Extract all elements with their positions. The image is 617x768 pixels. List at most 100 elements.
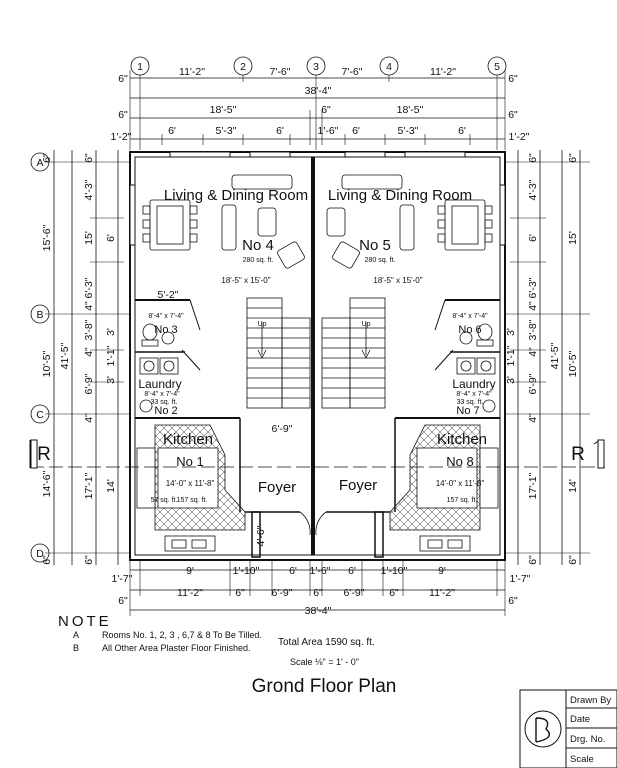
dim-top-r3-4: 18'-5" — [397, 104, 424, 116]
staircase — [246, 297, 386, 409]
grid-label-C: C — [36, 409, 44, 421]
dim-top-2: 11'-2" — [179, 66, 205, 78]
dim-left-i9: 4" — [83, 413, 95, 423]
grid-label-2: 2 — [240, 61, 246, 73]
dim-top-3: 7'-6" — [270, 66, 291, 78]
title-block-scale: Scale — [570, 754, 594, 765]
dim-left-i5: 4" — [83, 301, 95, 311]
dim-bot-total: 38'-4" — [305, 605, 332, 617]
exterior-wall — [129, 151, 506, 561]
dim-left-j5: 14' — [105, 479, 117, 493]
dim-right-1: 6" — [567, 153, 579, 163]
room-laundry-right-area: 33 sq. ft. — [457, 399, 484, 406]
dim-bot-r2-5: 6" — [313, 587, 323, 599]
grid-label-B: B — [36, 309, 43, 321]
dim-left-j1: 6' — [105, 234, 117, 242]
dim-bot-4: 6' — [289, 565, 297, 577]
dim-left-j2: 3' — [105, 328, 117, 336]
dim-top-r4-5: 1'-6" — [318, 125, 339, 137]
room-no4-size: 18'-5" x 15'-0" — [221, 276, 270, 285]
section-mark-left: R — [37, 444, 51, 465]
total-area: Total Area 1590 sq. ft. — [278, 637, 375, 648]
room-kitchen-left-size: 14'-0" x 11'-8" — [166, 479, 215, 488]
room-laundry-right: Laundry — [452, 377, 495, 391]
dim-left-i3: 15' — [83, 231, 95, 245]
dim-bot-6: 6' — [348, 565, 356, 577]
dim-right-i6: 3'-8" — [527, 319, 539, 340]
room-bath-left-area: 57 sq. ft. — [151, 497, 178, 504]
title-block — [519, 689, 617, 768]
note-heading: NOTE — [58, 613, 112, 630]
dim-bot-7: 1'-10" — [381, 565, 408, 577]
dim-top-4: 7'-6" — [342, 66, 363, 78]
note-a-key: A — [73, 630, 79, 640]
dim-left-i2: 4'-3" — [83, 179, 95, 200]
dim-bot-r2-7: 6" — [389, 587, 399, 599]
room-kitchen-right: Kitchen — [437, 431, 487, 448]
dim-left-1: 6" — [41, 153, 53, 163]
dim-bot-r2-3: 6" — [235, 587, 245, 599]
stair-up-right: Up — [362, 321, 371, 328]
dim-left-i6: 3'-8" — [83, 319, 95, 340]
dim-right-i1: 6" — [527, 153, 539, 163]
dim-right-i8: 6'-9" — [527, 373, 539, 394]
dim-bot-5: 1'-6" — [310, 565, 331, 577]
section-mark-right: R — [571, 444, 585, 465]
grid-label-A: A — [36, 157, 43, 169]
dim-left-j3: 1'-1" — [105, 345, 117, 366]
dim-top-1: 6" — [118, 73, 128, 85]
dim-right-4: 14' — [567, 479, 579, 493]
dim-left-i10: 17'-1" — [83, 472, 95, 499]
dim-bot-3: 1'-10" — [233, 565, 260, 577]
room-no7: No 7 — [456, 405, 479, 417]
room-laundry-left: Laundry — [138, 377, 181, 391]
dim-right-i11: 6" — [527, 555, 539, 565]
room-kitchen-right-size: 14'-0" x 11'-8" — [436, 479, 485, 488]
dim-bot-r2-1: 6" — [118, 595, 128, 607]
dim-top-r4-7: 5'-3" — [398, 125, 419, 137]
room-no4: No 4 — [242, 237, 274, 254]
room-laundry-left-size: 8'-4" x 7'-4" — [144, 391, 180, 398]
dim-top-r4-1: 1'-2" — [111, 131, 132, 143]
dim-bot-r2-6: 6'-9" — [344, 587, 365, 599]
dim-top-r3-1: 6" — [118, 109, 128, 121]
dim-right-5: 6" — [567, 555, 579, 565]
dim-left-i7: 4" — [83, 347, 95, 357]
dim-left-total: 41'-5" — [59, 342, 71, 369]
grid-label-3: 3 — [313, 61, 319, 73]
room-no1: No 1 — [176, 454, 203, 469]
room-no8: No 8 — [446, 454, 473, 469]
dim-right-3: 10'-5" — [567, 350, 579, 377]
dim-top-r4-2: 6' — [168, 125, 176, 137]
dim-top-6: 6" — [508, 73, 518, 85]
drawing-title: Grond Floor Plan — [252, 676, 397, 697]
dim-left-i1: 6" — [83, 153, 95, 163]
wall-dim-5-2: 5'-2" — [158, 289, 179, 301]
room-kitchen-left: Kitchen — [163, 431, 213, 448]
title-block-date: Date — [570, 714, 590, 725]
room-no5: No 5 — [359, 237, 391, 254]
dim-top-r4-4: 6' — [276, 125, 284, 137]
dim-bot-r2-4: 6'-9" — [272, 587, 293, 599]
dim-bot-r2-2: 11'-2" — [177, 587, 203, 599]
dim-right-i4: 6'-3" — [527, 277, 539, 298]
grid-label-4: 4 — [386, 61, 392, 73]
room-no2: No 2 — [154, 405, 177, 417]
dim-top-r3-2: 18'-5" — [210, 104, 237, 116]
dim-top-total: 38'-4" — [305, 85, 332, 97]
room-no5-area: 280 sq. ft. — [365, 257, 396, 264]
dim-left-i11: 6" — [83, 555, 95, 565]
dim-top-r4-3: 5'-3" — [216, 125, 237, 137]
room-kitchen-right-area: 157 sq. ft. — [447, 497, 478, 504]
door-dim: 4'-6" — [255, 525, 267, 546]
dim-left-i8: 6'-9" — [83, 373, 95, 394]
grid-label-5: 5 — [494, 61, 500, 73]
dim-right-i10: 17'-1" — [527, 472, 539, 499]
note-a-text: Rooms No. 1, 2, 3 , 6,7 & 8 To Be Tilled… — [102, 630, 262, 640]
dim-bot-9: 1'-7" — [510, 573, 531, 585]
dim-top-5: 11'-2" — [430, 66, 456, 78]
room-laundry-right-size: 8'-4" x 7'-4" — [456, 391, 492, 398]
dim-left-4: 14'-6" — [41, 470, 53, 497]
dim-right-total: 41'-5" — [549, 342, 561, 369]
